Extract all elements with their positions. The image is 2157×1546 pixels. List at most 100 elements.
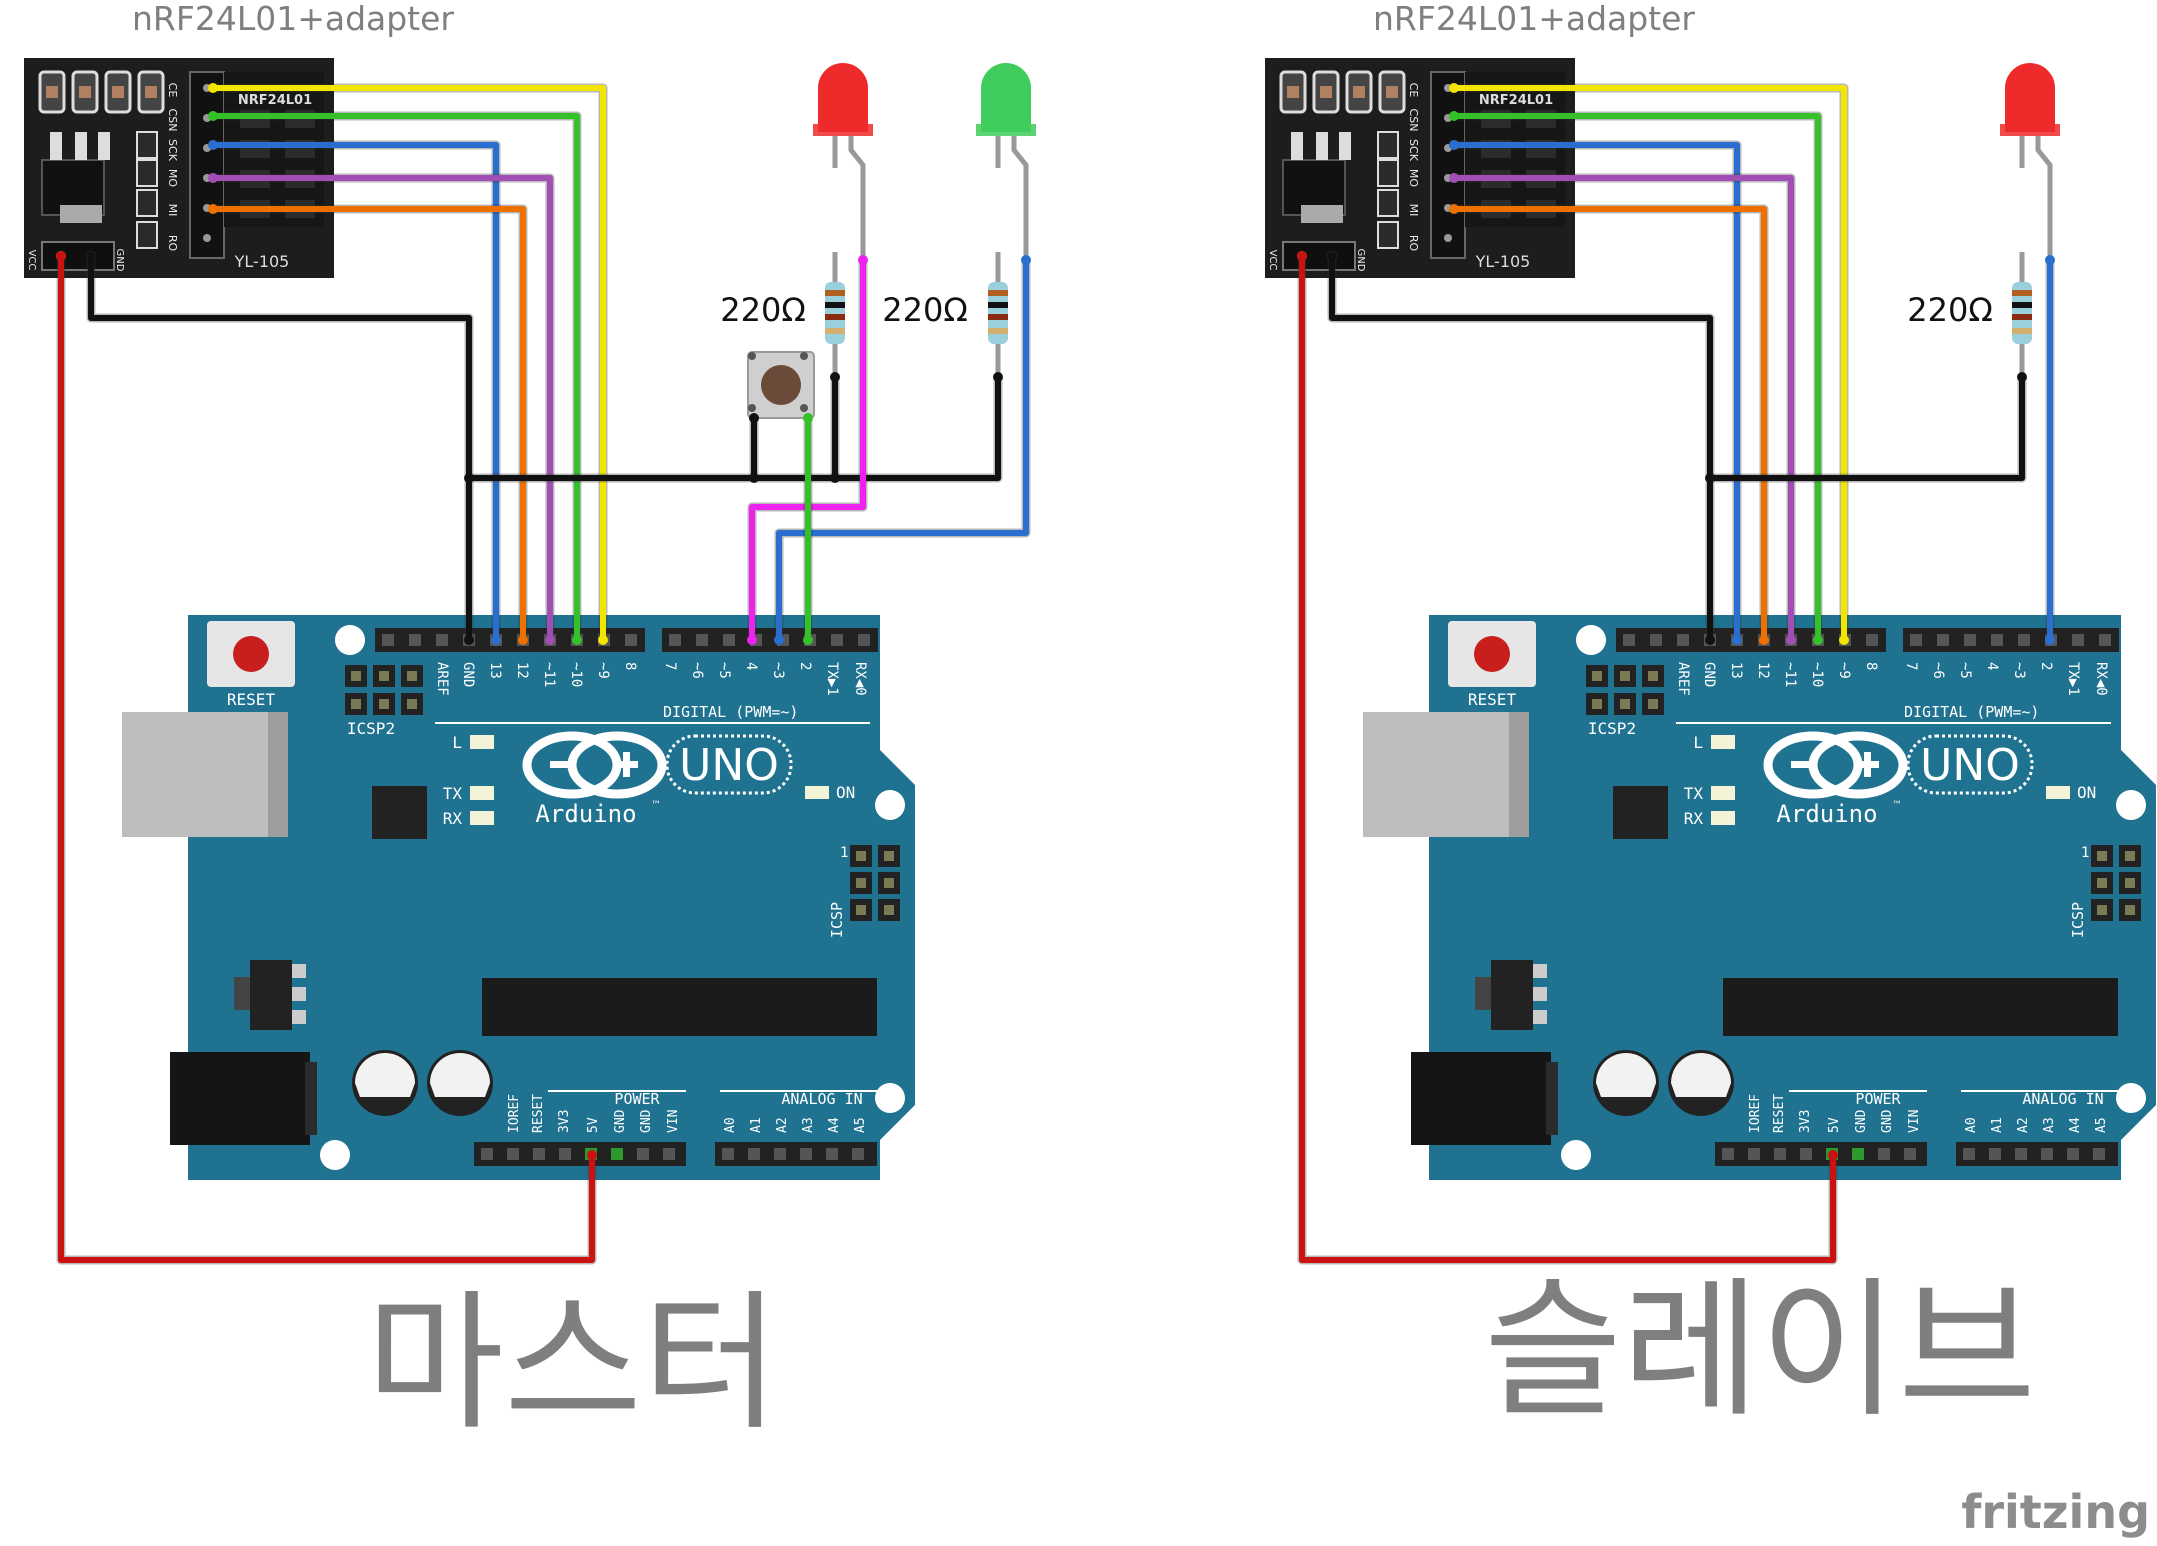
power-pin: [1852, 1148, 1864, 1160]
header-pin: [831, 634, 843, 646]
analog-pin-label: A1: [1990, 1117, 2005, 1133]
wire-ce-end: [1839, 635, 1849, 645]
wire-gnd-bus-slave-end: [2017, 372, 2027, 382]
usb-chip: [372, 786, 427, 839]
led-label: RX: [443, 809, 463, 828]
wire-csn-end: [572, 635, 582, 645]
header-pin: [2072, 634, 2084, 646]
mounting-hole: [2116, 790, 2146, 820]
wire-gnd-end: [1327, 251, 1337, 261]
header-pin: [1910, 634, 1922, 646]
resistor-red-led-master-band: [825, 314, 845, 320]
resistor-green-led-master-band: [988, 302, 1008, 308]
fritzing-watermark: fritzing: [1961, 1485, 2150, 1539]
power-jack: [170, 1052, 310, 1145]
header-pin: [1991, 634, 2003, 646]
logo-minus: [1791, 761, 1815, 768]
digital-pin-label: ~9: [595, 662, 611, 679]
wire-ce-end: [1449, 83, 1459, 93]
module-regulator-leg: [50, 132, 62, 160]
icsp-pin1: 1: [2081, 845, 2089, 861]
wire-sck-end: [1449, 140, 1459, 150]
smd-led-on: [805, 786, 829, 799]
wires: [56, 83, 2055, 1265]
icsp2-pin-core: [1592, 671, 1602, 681]
wire-button-signal-end: [803, 635, 813, 645]
wire-mosi-end: [1449, 173, 1459, 183]
module-smd-part: [1377, 189, 1399, 217]
power-pin-label: IOREF: [1748, 1094, 1763, 1133]
module-regulator-leg: [1316, 132, 1328, 160]
header-pin: [1650, 634, 1662, 646]
regulator-leg: [1533, 964, 1547, 978]
module-pin-label: MI: [166, 204, 179, 217]
wire-gnd-bus-slave: [1710, 377, 2025, 481]
icsp2-label: ICSP2: [1588, 719, 1636, 738]
reset-button: [1474, 636, 1510, 672]
header-pin: [625, 634, 637, 646]
digital-pin-label: ~3: [770, 662, 786, 679]
power-pin-label: GND: [613, 1109, 628, 1133]
master-title: 마스터: [366, 1277, 780, 1451]
discrete-parts: [747, 63, 2060, 419]
analog-pin: [2015, 1148, 2027, 1160]
wire-ce: [1454, 85, 1847, 640]
module-power-label: VCC: [1267, 250, 1278, 271]
digital-pin-label: TX▶1: [824, 662, 840, 696]
module-smd-part: [136, 159, 158, 187]
icsp-pin-core: [884, 878, 894, 888]
arduino-text: Arduino: [1776, 800, 1877, 828]
reset-label: RESET: [227, 690, 276, 709]
wire-red-led-gnd-end: [830, 372, 840, 382]
mounting-hole: [875, 790, 905, 820]
power-pin-label: GND: [1880, 1109, 1895, 1133]
power-pin: [1904, 1148, 1916, 1160]
mounting-hole: [1561, 1140, 1591, 1170]
red-led-slave-leg: [2035, 136, 2053, 260]
power-jack-lip: [1546, 1062, 1558, 1135]
module-power-header: [1282, 241, 1356, 271]
digital-pin-label: ~6: [1930, 662, 1946, 679]
wire-vcc-end: [587, 1150, 597, 1160]
wire-red-led-signal-end: [858, 255, 868, 265]
power-pin: [1722, 1148, 1734, 1160]
module-smd-part: [136, 189, 158, 217]
mounting-hole: [335, 625, 365, 655]
regulator-leg: [1533, 1010, 1547, 1024]
module-regulator-leg: [98, 132, 110, 160]
on-label: ON: [2077, 783, 2096, 802]
digital-pin-label: AREF: [1675, 662, 1691, 696]
digital-pin-label: RX◀0: [2093, 662, 2109, 696]
module-pin-label: RO: [1407, 235, 1420, 252]
power-pin-label: 5V: [586, 1117, 601, 1133]
module-power-label: VCC: [26, 250, 37, 271]
module-smd-part: [1377, 131, 1399, 159]
header-pin: [696, 634, 708, 646]
smd-led: [1711, 811, 1735, 825]
uno-text: UNO: [1920, 740, 2020, 791]
regulator-leg: [292, 987, 306, 1001]
wire-slave-led-signal-end: [2045, 255, 2055, 265]
module-label-left: nRF24L01+adapter: [132, 0, 454, 38]
analog-pin: [2041, 1148, 2053, 1160]
analog-pin-label: A3: [801, 1117, 816, 1133]
icsp-pin-core: [2125, 851, 2135, 861]
wire-red-led-gnd-end: [830, 473, 840, 483]
analog-pin-label: A2: [775, 1117, 790, 1133]
wire-csn: [1454, 113, 1821, 640]
mounting-hole: [875, 1083, 905, 1113]
analog-pin-label: A0: [723, 1117, 738, 1133]
power-pin-label: VIN: [1907, 1110, 1922, 1133]
wire-miso: [1454, 206, 1767, 640]
icsp2-pin-core: [379, 699, 389, 709]
wire-gnd-end: [1705, 635, 1715, 645]
module-power-label: GND: [1355, 249, 1366, 272]
power-pin-label: GND: [639, 1109, 654, 1133]
wire-csn-end: [1813, 635, 1823, 645]
analog-pin: [2093, 1148, 2105, 1160]
header-pin: [858, 634, 870, 646]
power-pin-label: RESET: [1772, 1094, 1787, 1133]
wire-mosi-end: [208, 173, 218, 183]
analog-header: [1956, 1142, 2118, 1166]
wire-gnd-bus-master-end: [464, 473, 474, 483]
